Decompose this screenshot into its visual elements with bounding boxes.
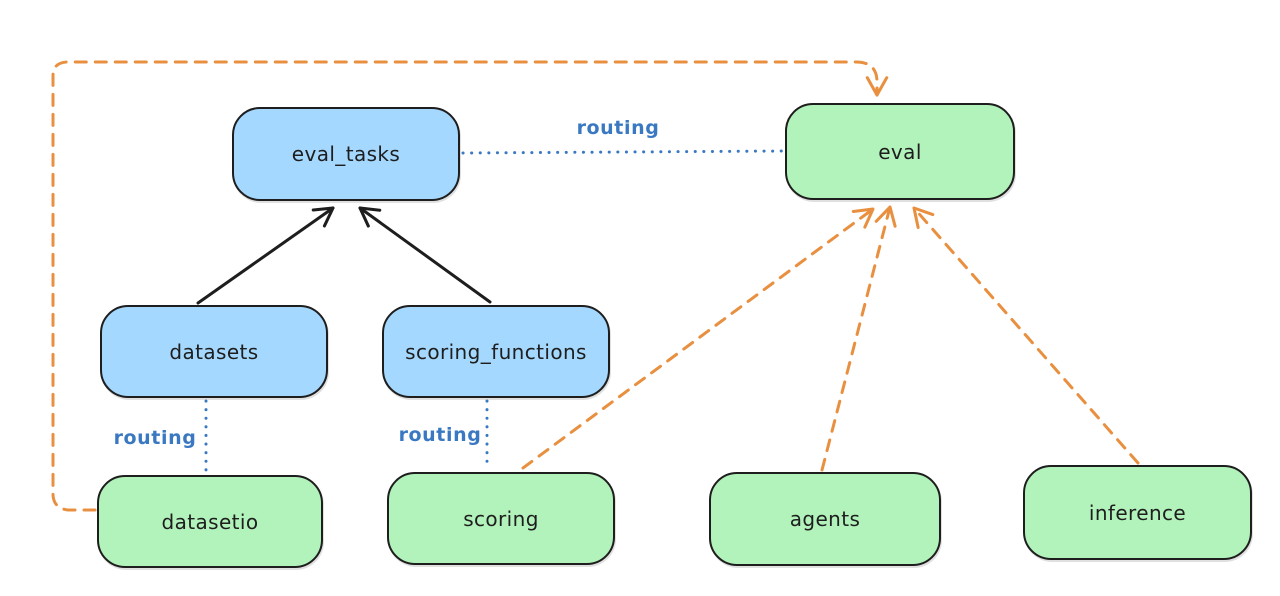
node-scoring-functions-label: scoring_functions	[405, 339, 587, 364]
edge-eval-tasks-to-eval	[461, 149, 785, 155]
node-eval-label: eval	[878, 139, 922, 164]
node-scoring-label: scoring	[463, 506, 539, 531]
node-agents-label: agents	[789, 507, 861, 531]
node-scoring: scoring	[387, 472, 615, 565]
node-scoring-functions: scoring_functions	[382, 305, 610, 398]
edge-label-routing-datasets-to-datasetio: routing	[113, 427, 197, 449]
edge-agents-to-eval	[820, 205, 897, 472]
node-eval: eval	[785, 103, 1015, 200]
node-agents: agents	[709, 472, 941, 566]
node-datasetio-label: datasetio	[161, 509, 259, 534]
node-eval-tasks-label: eval_tasks	[291, 142, 401, 166]
node-inference-label: inference	[1088, 500, 1187, 525]
node-inference: inference	[1023, 465, 1252, 560]
edge-inference-to-eval	[912, 206, 1140, 465]
node-eval-tasks: eval_tasks	[232, 107, 460, 201]
edge-label-routing-scoring-functions-to-scoring: routing	[398, 424, 482, 446]
edge-scoring-functions-to-eval-tasks	[358, 206, 492, 304]
edge-datasets-to-eval-tasks	[196, 206, 335, 305]
node-datasets: datasets	[100, 305, 328, 398]
node-datasets-label: datasets	[169, 339, 259, 364]
node-datasetio: datasetio	[97, 475, 323, 568]
edge-label-routing-eval-tasks-to-eval: routing	[576, 117, 660, 139]
